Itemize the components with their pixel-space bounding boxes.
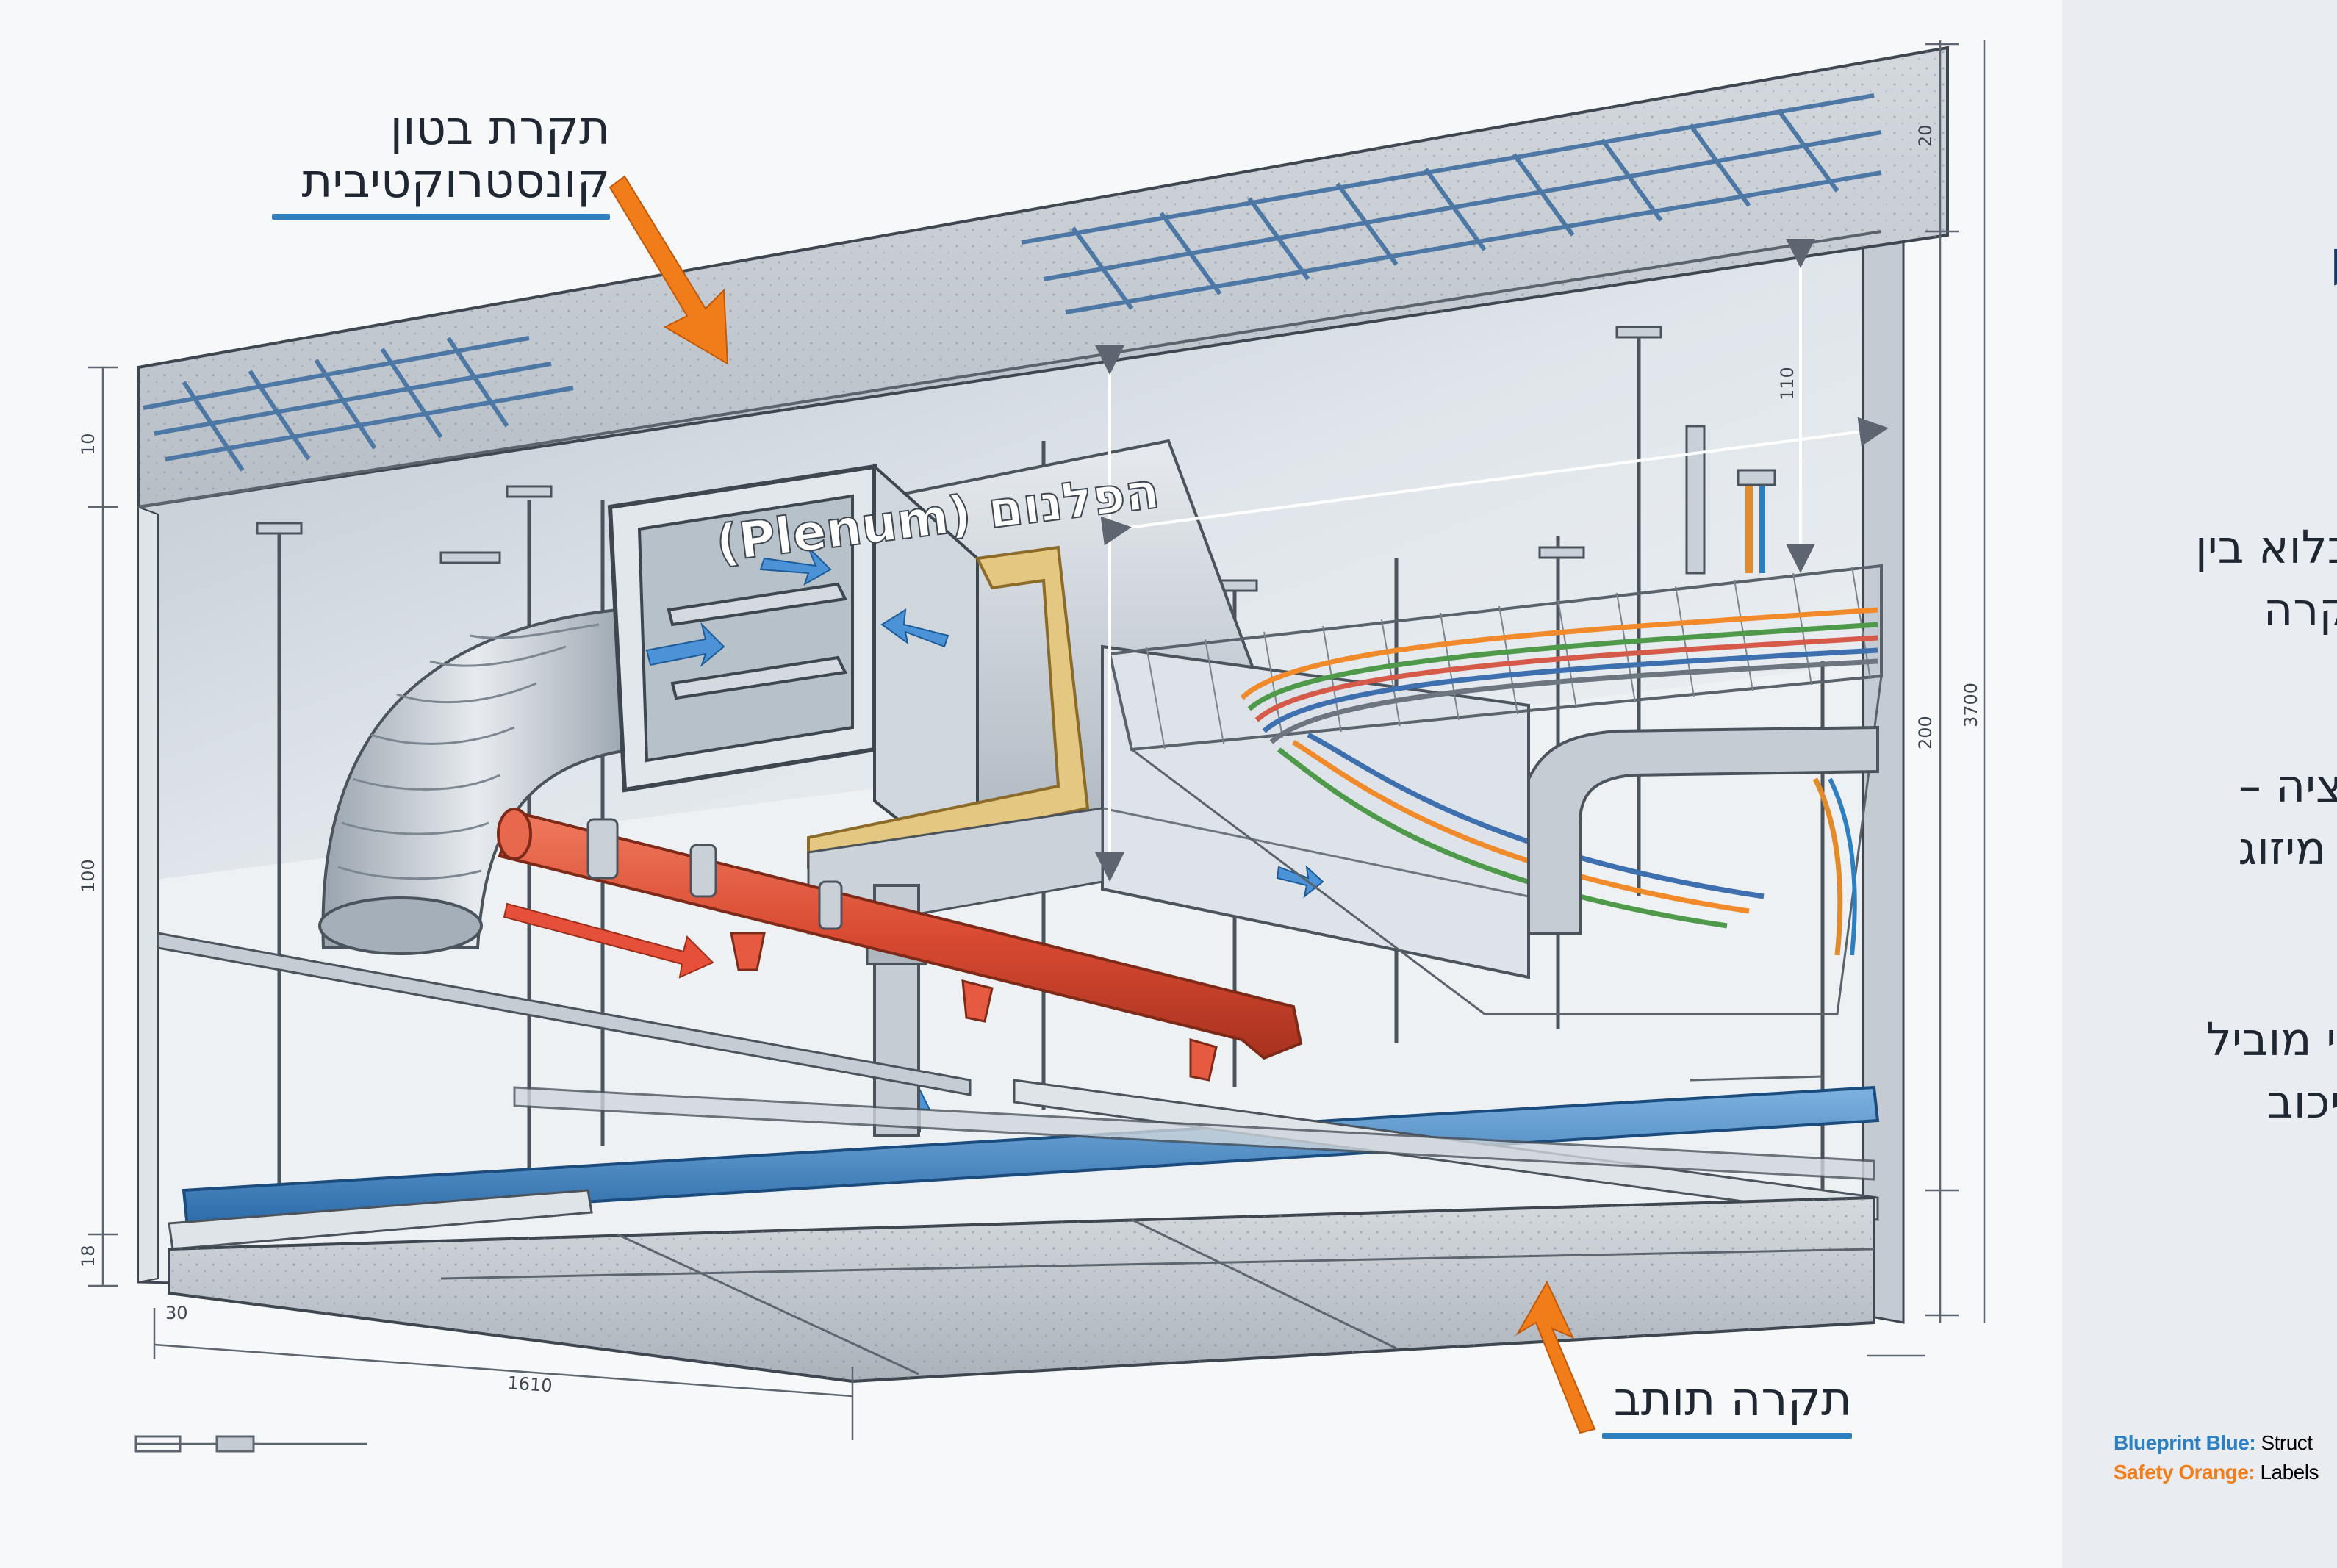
dim-right-total: 3700 (1961, 683, 1981, 727)
suspended-ceiling-callout: תקרה תותב (1602, 1373, 1852, 1439)
legend-blue-desc: Struct (2261, 1431, 2313, 1454)
panel-text-1a: הכלוא בין (2194, 520, 2337, 574)
dim-bottom-left: 30 (165, 1303, 188, 1323)
dim-right-mid: 200 (1915, 716, 1936, 749)
dim-bottom-width: 1610 (507, 1373, 553, 1396)
dim-right-top: 20 (1915, 124, 1936, 147)
plenum-dimension-arrows (1095, 239, 1889, 1082)
legend-blueprint-blue: Blueprint Blue: Struct (2114, 1431, 2313, 1455)
panel-title-line1: צבי (2168, 220, 2337, 316)
dim-left-top: 10 (78, 433, 98, 456)
air-duct-box (607, 439, 1530, 979)
plenum-diagram: 10 100 18 20 3700 200 110 30 1610 הפלנום… (78, 40, 1986, 1453)
concrete-ceiling-underline (272, 214, 610, 220)
rebar-mesh-right (1021, 93, 1882, 314)
panel-text-2a: וזיציה – (2238, 759, 2337, 813)
ceiling-grid-rails (168, 1079, 1880, 1251)
callout-arrows (609, 175, 1596, 1434)
dim-left-bottom: 18 (78, 1245, 98, 1267)
panel-text-3b: ועיכוב (2266, 1075, 2337, 1129)
panel-text-1b: תקרה (2263, 583, 2337, 636)
rebar-mesh-left (143, 336, 574, 472)
suspended-ceiling-label: תקרה תותב (1613, 1373, 1852, 1427)
concrete-ceiling-line2: קונסטרוקטיבית (301, 154, 610, 209)
legend-orange-name: Safety Orange: (2114, 1461, 2255, 1484)
wall-rail (157, 932, 972, 1096)
panel-text-2b: ל, מיזוג (2238, 821, 2337, 875)
suspended-ceiling-underline (1602, 1432, 1852, 1439)
sprinkler-pipe (497, 808, 1303, 1082)
legend-orange-desc: Labels (2260, 1461, 2319, 1484)
concrete-ceiling-callout: תקרת בטון קונסטרוקטיבית (272, 101, 610, 220)
ceiling-tiles (168, 1195, 1875, 1384)
dimension-lines (88, 40, 1986, 1445)
legend-blue-name: Blueprint Blue: (2114, 1431, 2256, 1454)
dim-plenum-height: 110 (1777, 367, 1798, 400)
dim-left-mid: 100 (78, 859, 98, 893)
info-panel: צבי ה הכלוא בין תקרה וזיציה – ל, מיזוג ק… (2062, 0, 2337, 1568)
scale-bar (134, 1435, 255, 1453)
panel-title-line2: ה (2168, 323, 2337, 419)
concrete-ceiling-line1: תקרת בטון (390, 101, 610, 156)
legend-safety-orange: Safety Orange: Labels (2114, 1461, 2319, 1484)
panel-text-3a: קוי מוביל (2205, 1013, 2337, 1066)
